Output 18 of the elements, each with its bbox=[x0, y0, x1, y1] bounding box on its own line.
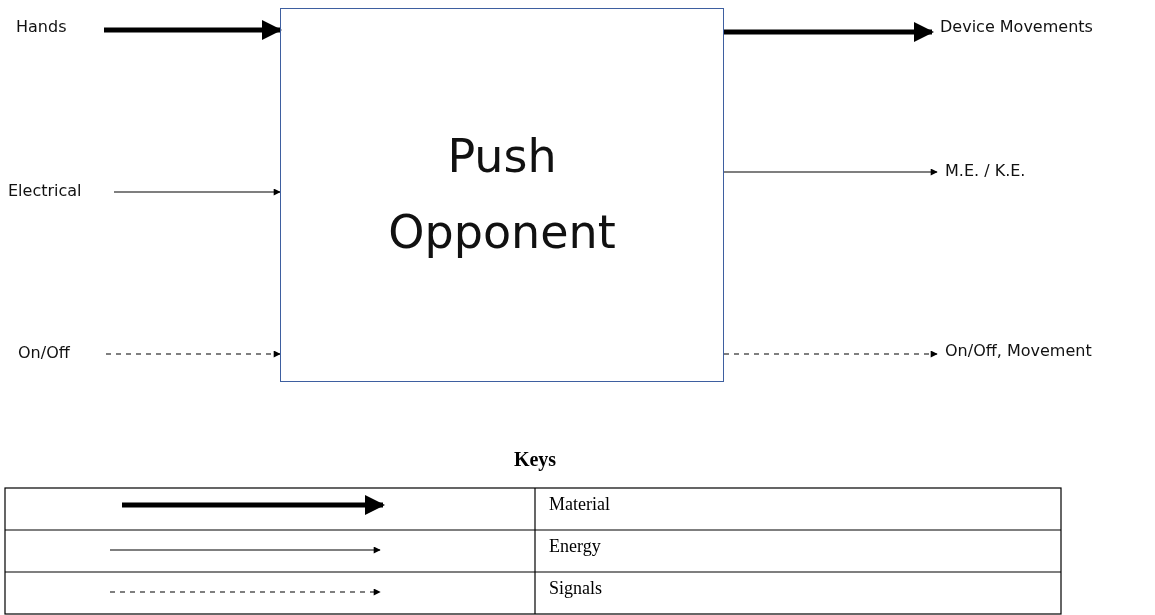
legend-text: Material bbox=[549, 494, 610, 514]
flow-label: On/Off bbox=[18, 343, 70, 362]
flow-label: Device Movements bbox=[940, 17, 1093, 36]
flow-label: M.E. / K.E. bbox=[945, 161, 1026, 180]
flow-label: Electrical bbox=[8, 181, 82, 200]
flow-label: On/Off, Movement bbox=[945, 341, 1092, 360]
flow-label: Hands bbox=[16, 17, 67, 36]
legend-text: Energy bbox=[549, 536, 601, 556]
arrow bbox=[723, 168, 938, 176]
dashed-arrow bbox=[723, 350, 938, 358]
arrow bbox=[724, 22, 934, 42]
process-label: Push Opponent bbox=[387, 128, 617, 261]
arrow bbox=[104, 20, 282, 40]
legend-text: Signals bbox=[549, 578, 602, 598]
process-box bbox=[280, 8, 724, 382]
arrow bbox=[113, 188, 281, 196]
dashed-arrow bbox=[105, 350, 281, 358]
legend-title: Keys bbox=[513, 448, 557, 470]
